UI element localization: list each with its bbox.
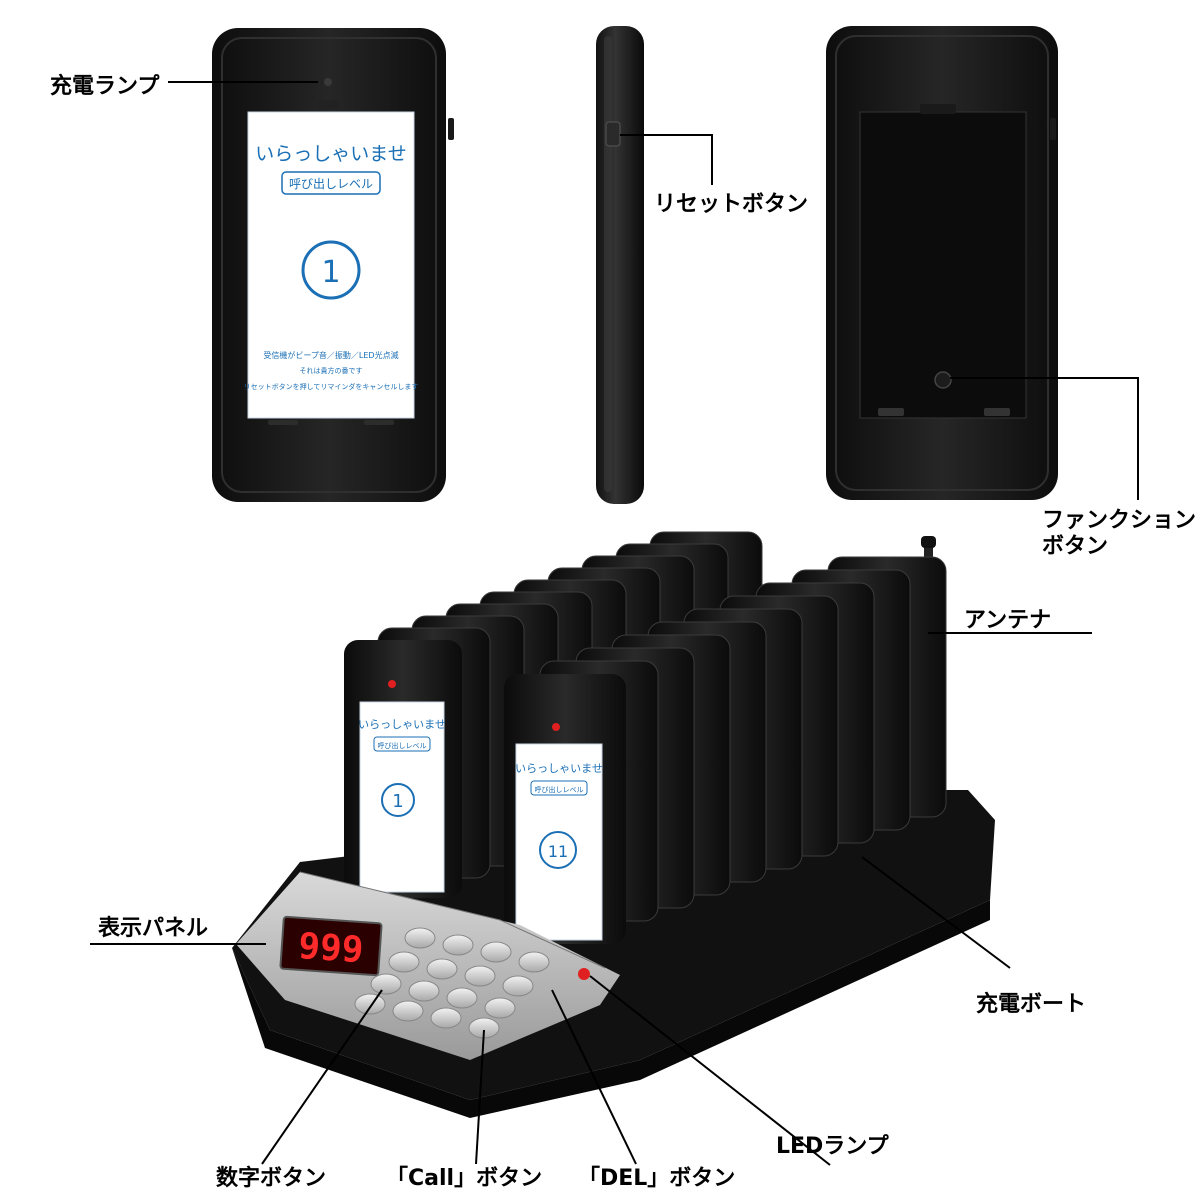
pager-side-view: [596, 26, 644, 504]
function-button-icon: [934, 371, 952, 389]
label-del-button: 「DEL」ボタン: [578, 1166, 736, 1191]
control-panel: 999: [236, 871, 620, 1060]
keypad-key: [484, 997, 516, 1019]
keypad-key: [464, 965, 496, 987]
keypad: [354, 927, 550, 1039]
svg-text:呼び出しレベル: 呼び出しレベル: [378, 741, 427, 750]
keypad-key: [518, 951, 550, 973]
label-antenna: アンテナ: [964, 608, 1052, 633]
keypad-key: [442, 934, 474, 956]
label-number-button: 数字ボタン: [216, 1166, 327, 1191]
pager-right-front: いらっしゃいませ 呼び出しレベル 11: [504, 674, 626, 944]
pager-left-front: いらっしゃいませ 呼び出しレベル 1: [344, 640, 462, 898]
svg-text:受信機がビープ音／振動／LED光点滅: 受信機がビープ音／振動／LED光点滅: [263, 350, 398, 360]
keypad-key: [404, 927, 436, 949]
led-lamp-icon: [578, 968, 590, 980]
keypad-key: [354, 993, 386, 1015]
svg-text:それは貴方の番です: それは貴方の番です: [300, 366, 363, 375]
reset-button-icon: [605, 121, 621, 147]
svg-text:いらっしゃいませ: いらっしゃいませ: [358, 718, 446, 731]
svg-text:1: 1: [321, 255, 340, 290]
svg-text:リセットボタンを押してリマインダをキャンセルします: リセットボタンを押してリマインダをキャンセルします: [244, 382, 419, 391]
svg-text:呼び出しレベル: 呼び出しレベル: [289, 177, 373, 191]
keypad-key: [480, 941, 512, 963]
display-panel: 999: [279, 915, 383, 977]
keypad-key: [426, 958, 458, 980]
keypad-key: [446, 987, 478, 1009]
pager-back-view: [826, 26, 1058, 500]
front-card-number-circle: [301, 240, 361, 300]
keypad-key: [502, 975, 534, 997]
keypad-key: [370, 973, 402, 995]
label-reset-button: リセットボタン: [654, 192, 809, 217]
keypad-key: [408, 980, 440, 1002]
label-function-button-1: ファンクション: [1042, 508, 1197, 533]
svg-text:呼び出しレベル: 呼び出しレベル: [535, 785, 584, 794]
label-display-panel: 表示パネル: [98, 916, 209, 941]
front-card: [247, 111, 415, 419]
front-card-greeting: いらっしゃいませ: [255, 143, 406, 165]
svg-text:いらっしゃいませ: いらっしゃいませ: [515, 762, 603, 775]
keypad-key: [392, 1000, 424, 1022]
charge-lamp-icon: [324, 78, 332, 86]
label-led-lamp: LEDランプ: [776, 1134, 889, 1159]
label-function-button-2: ボタン: [1042, 534, 1109, 559]
keypad-key: [388, 951, 420, 973]
front-card-ribbon: [281, 171, 381, 195]
pager-front-view: いらっしゃいませ 呼び出しレベル 1 受信機がビープ音／振動／LED光点滅 それ…: [212, 28, 454, 502]
svg-text:1: 1: [392, 791, 403, 812]
svg-text:11: 11: [548, 842, 568, 861]
label-charge-lamp: 充電ランプ: [50, 74, 160, 99]
display-digits: 999: [297, 926, 365, 971]
label-call-button: 「Call」ボタン: [386, 1166, 543, 1191]
keypad-key: [430, 1007, 462, 1029]
label-charge-port: 充電ボート: [976, 992, 1087, 1017]
